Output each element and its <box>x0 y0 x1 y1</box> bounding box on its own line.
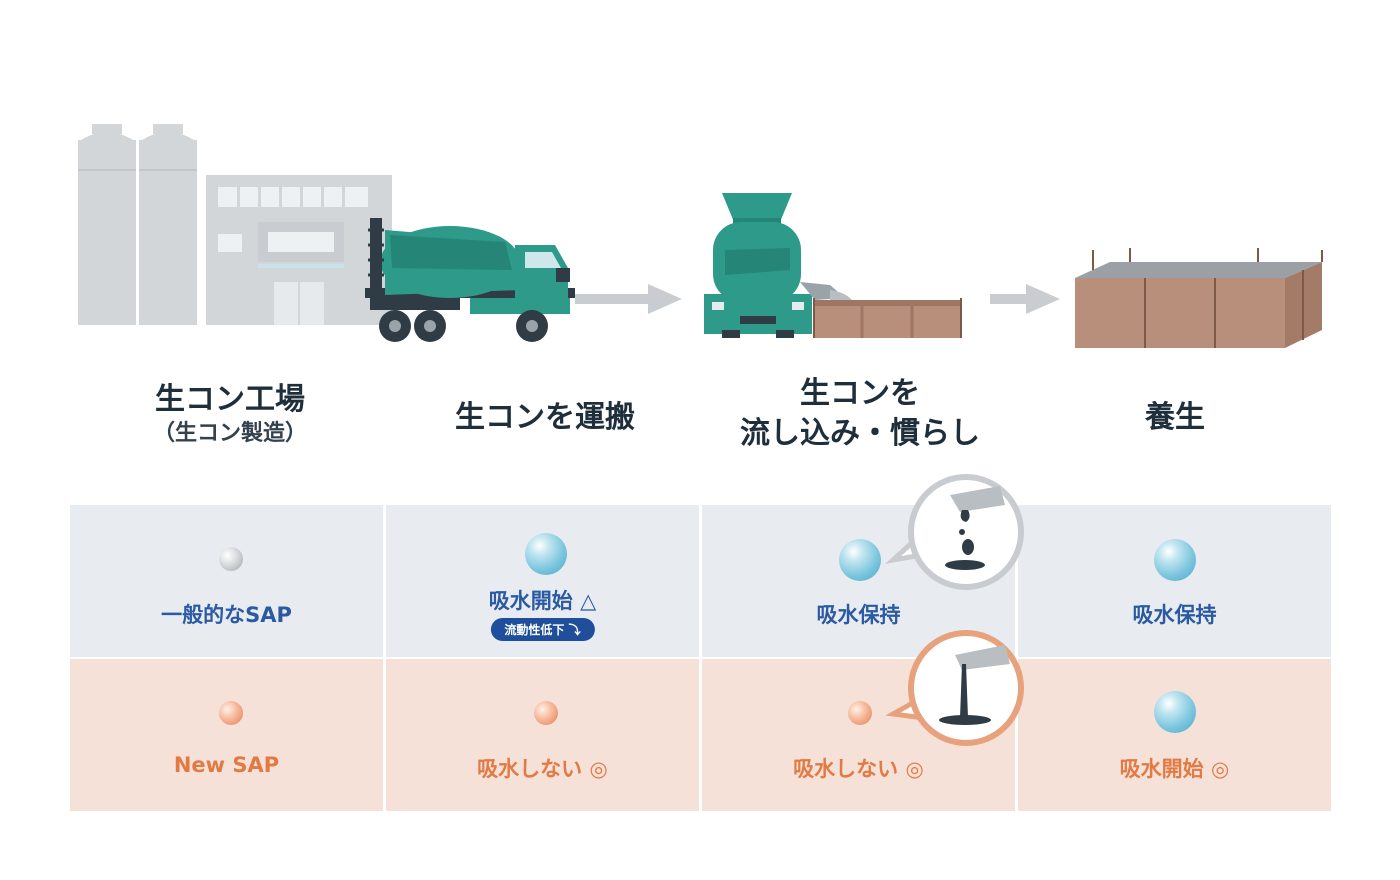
cell-text: 吸水しない ◎ <box>477 757 608 781</box>
cell-new-2: 吸水しない ◎ <box>386 659 699 811</box>
cell-text: 吸水開始 △ <box>488 589 597 613</box>
cell-general-3: 吸水保持 <box>702 505 1015 657</box>
cell-general-4: 吸水保持 <box>1018 505 1331 657</box>
step-4-label: 養生 <box>1075 398 1275 438</box>
cell-new-1: New SAP <box>70 659 383 811</box>
step-1-title: 生コン工場 <box>155 382 305 417</box>
step-3-label: 生コンを 流し込み・慣らし <box>720 374 1000 454</box>
step-3-title-line1: 生コンを <box>800 376 920 411</box>
cell-new-3: 吸水しない ◎ <box>702 659 1015 811</box>
cell-text: 吸水保持 <box>816 603 901 627</box>
arrow-right-icon <box>575 284 682 314</box>
formwork-icon <box>1075 248 1323 348</box>
sap-particle-icon <box>219 547 243 571</box>
step-1-label: 生コン工場 （生コン製造） <box>120 380 340 448</box>
sap-particle-icon <box>219 701 243 725</box>
mixer-truck-icon <box>365 218 575 342</box>
sap-swollen-icon <box>1154 691 1196 733</box>
cell-text: 吸水開始 ◎ <box>1119 757 1230 781</box>
cell-new-4: 吸水開始 ◎ <box>1018 659 1331 811</box>
sap-particle-icon <box>848 701 872 725</box>
cell-text: 吸水しない ◎ <box>793 757 924 781</box>
cell-text: 吸水保持 <box>1132 603 1217 627</box>
arrow-right-icon <box>990 284 1060 314</box>
step-2-label: 生コンを運搬 <box>420 398 670 438</box>
mixer-pour-icon <box>704 193 962 338</box>
sap-particle-icon <box>534 701 558 725</box>
comparison-grid: 一般的なSAP 吸水開始 △ 流動性低下 ⤵ 吸水保持 吸水保持 New SAP <box>70 505 1331 812</box>
factory-icon <box>78 124 392 325</box>
step-4-title: 養生 <box>1145 400 1205 435</box>
sap-swollen-icon <box>1154 539 1196 581</box>
step-2-title: 生コンを運搬 <box>455 400 635 435</box>
cell-text: 一般的なSAP <box>161 603 292 627</box>
sap-swollen-icon <box>525 533 567 575</box>
cell-general-1: 一般的なSAP <box>70 505 383 657</box>
illustrations <box>78 124 1323 348</box>
step-3-title-line2: 流し込み・慣らし <box>740 416 980 451</box>
fluidity-drop-badge: 流動性低下 ⤵ <box>490 618 595 641</box>
sap-swollen-icon <box>839 539 881 581</box>
step-1-subtitle: （生コン製造） <box>152 421 307 446</box>
cell-general-2: 吸水開始 △ 流動性低下 ⤵ <box>386 505 699 657</box>
cell-text: New SAP <box>173 753 280 777</box>
